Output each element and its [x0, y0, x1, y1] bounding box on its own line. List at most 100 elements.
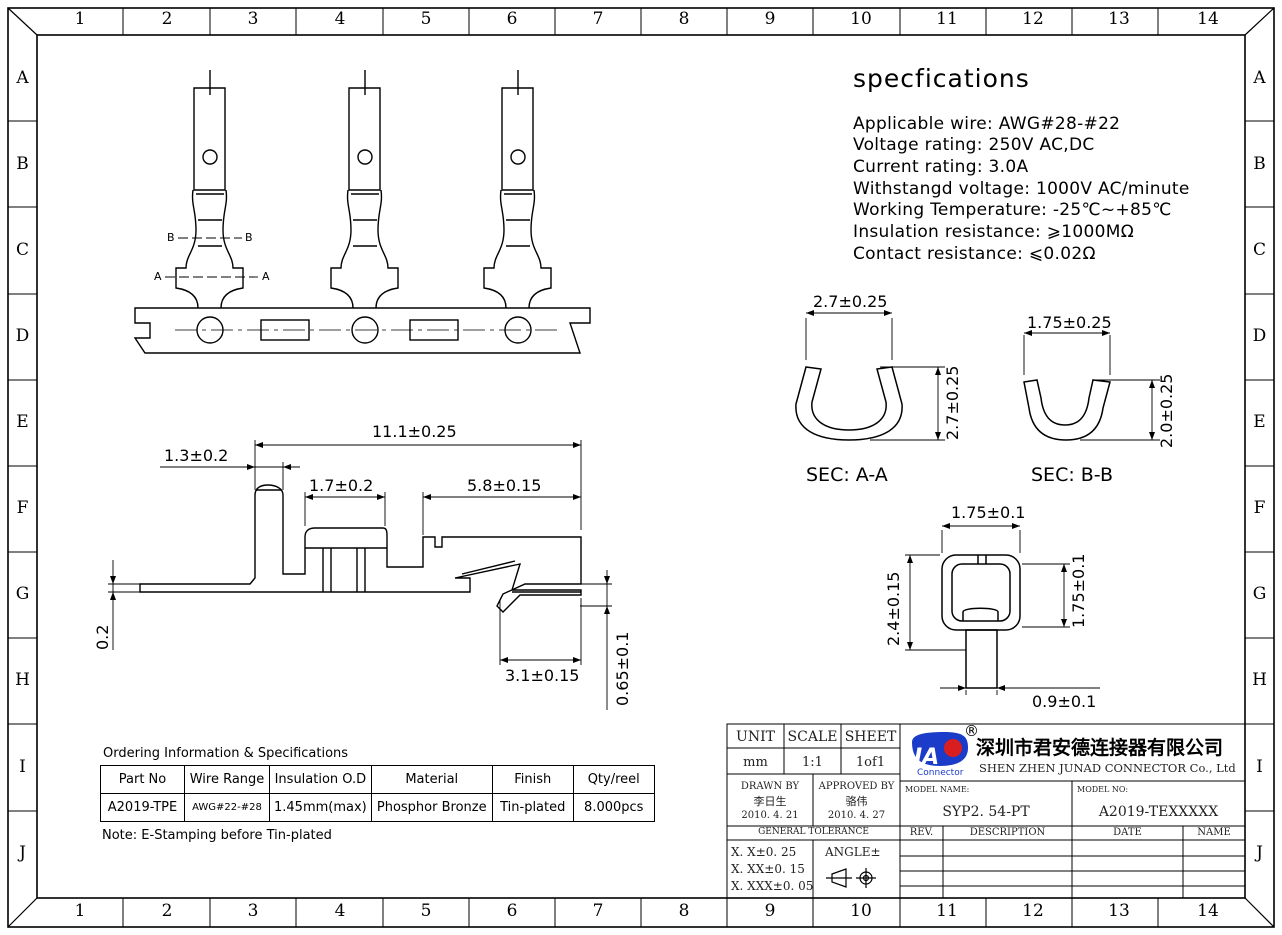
zone-row-e-right: E [1253, 412, 1266, 432]
table-header: Part No [100, 765, 185, 794]
rev-header: REV. [909, 827, 934, 838]
logo-subtext: Connector [917, 768, 964, 778]
zone-col-3: 3 [247, 9, 259, 29]
zone-col-6-bottom: 6 [506, 901, 518, 921]
scale-value: 1:1 [802, 755, 823, 770]
table-cell: Tin-plated [491, 793, 574, 822]
name-header: NAME [1197, 827, 1231, 838]
terminal-1 [175, 70, 244, 344]
table-row: A2019-TPE AWG#22-#28 1.45mm(max) Phospho… [100, 793, 655, 822]
section-mark-b-left: B [167, 231, 175, 244]
dim-thickness: 0.2 [93, 624, 112, 650]
zone-row-i-right: I [1256, 757, 1263, 777]
zone-row-d-right: D [1252, 326, 1267, 346]
zone-row-f-right: F [1253, 498, 1266, 518]
zone-col-7-bottom: 7 [592, 901, 604, 921]
ordering-table: Part No Wire Range Insulation O.D Materi… [100, 765, 655, 822]
zone-col-6: 6 [506, 9, 518, 29]
zone-col-10: 10 [850, 9, 872, 29]
terminal-2 [330, 70, 399, 344]
tolerance-3: X. XXX±0. 05 [731, 879, 814, 893]
tolerance-1: X. X±0. 25 [731, 845, 797, 859]
spec-line: Insulation resistance: ⩾1000MΩ [853, 222, 1134, 242]
sheet-label: SHEET [844, 729, 897, 745]
logo-text: JA [910, 745, 939, 770]
zone-col-10-bottom: 10 [850, 901, 872, 921]
section-mark-a-right: A [262, 270, 270, 283]
table-header: Finish [491, 765, 574, 794]
table-cell: A2019-TPE [100, 793, 185, 822]
registered-mark: ® [964, 722, 979, 740]
end-view-inner-height: 1.75±0.1 [1069, 553, 1088, 628]
section-b-b-drawing [1023, 330, 1160, 441]
terminal-profile [139, 484, 582, 613]
title-block-lines [726, 723, 1246, 899]
terminal-3 [483, 70, 552, 344]
zone-col-11-bottom: 11 [936, 901, 958, 921]
sec-bb-label: SEC: B-B [1031, 464, 1114, 486]
zone-col-5: 5 [420, 9, 432, 29]
zone-col-4: 4 [334, 9, 346, 29]
company-logo: JA [910, 732, 968, 770]
zone-col-11: 11 [936, 9, 958, 29]
zone-col-1-bottom: 1 [74, 901, 86, 921]
end-view-drawing [905, 523, 1100, 695]
zone-col-12: 12 [1022, 9, 1044, 29]
dim-overall-length: 11.1±0.25 [372, 422, 457, 441]
dim-height: 0.65±0.1 [613, 631, 632, 706]
zone-row-c: C [15, 240, 29, 260]
terminal-side-view [139, 484, 582, 613]
projection-symbol [826, 868, 876, 888]
zone-col-14: 14 [1197, 9, 1219, 29]
model-name: SYP2. 54-PT [942, 804, 1030, 820]
zone-col-2: 2 [161, 9, 173, 29]
zone-ticks [8, 8, 1274, 927]
zone-col-4-bottom: 4 [334, 901, 346, 921]
carrier-strip [133, 307, 591, 354]
spec-line: Withstangd voltage: 1000V AC/minute [853, 179, 1190, 199]
model-no: A2019-TEXXXXX [1098, 804, 1219, 820]
zone-col-3-bottom: 3 [247, 901, 259, 921]
end-view-pin: 0.9±0.1 [1032, 692, 1097, 711]
ordering-note: Note: E-Stamping before Tin-plated [102, 828, 332, 843]
zone-row-a-right: A [1253, 68, 1266, 88]
section-mark-a-left: A [154, 270, 162, 283]
zone-row-g: G [15, 584, 30, 604]
unit-label: UNIT [736, 729, 775, 745]
model-name-label: MODEL NAME: [905, 785, 970, 794]
drawn-by-name: 李日生 [753, 795, 787, 808]
date-header: DATE [1113, 827, 1142, 838]
zone-row-g-right: G [1252, 584, 1267, 604]
zone-col-9-bottom: 9 [764, 901, 776, 921]
unit-value: mm [743, 755, 768, 770]
zone-col-8: 8 [678, 9, 690, 29]
scale-label: SCALE [787, 729, 838, 745]
zone-col-8-bottom: 8 [678, 901, 690, 921]
spec-line: Voltage rating: 250V AC,DC [853, 135, 1095, 155]
table-cell: Phosphor Bronze [370, 793, 493, 822]
zone-row-d: D [15, 326, 30, 346]
sec-aa-width: 2.7±0.25 [813, 292, 888, 311]
zone-row-h: H [15, 670, 30, 690]
table-cell: 1.45mm(max) [269, 793, 372, 822]
end-view-height: 2.4±0.15 [884, 571, 903, 646]
table-cell: 8.000pcs [572, 793, 655, 822]
approved-by-name: 骆伟 [845, 795, 868, 808]
table-cell: AWG#22-#28 [184, 793, 270, 822]
zone-row-b: B [16, 154, 29, 174]
side-view-dimensions [108, 440, 612, 710]
approved-date: 2010. 4. 27 [827, 810, 886, 821]
dim-contact-length: 5.8±0.15 [467, 476, 542, 495]
terminal-strip-view [133, 70, 591, 354]
sec-bb-height: 2.0±0.25 [1157, 373, 1176, 448]
company-name-cn: 深圳市君安德连接器有限公司 [976, 737, 1224, 759]
zone-row-a: A [16, 68, 29, 88]
dim-spring: 3.1±0.15 [505, 666, 580, 685]
tolerance-label: GENERAL TOLERANCE [758, 827, 869, 837]
zone-row-j-right: J [1256, 843, 1263, 863]
table-header: Material [370, 765, 493, 794]
zone-row-f: F [16, 498, 29, 518]
sec-aa-height: 2.7±0.25 [943, 365, 962, 440]
